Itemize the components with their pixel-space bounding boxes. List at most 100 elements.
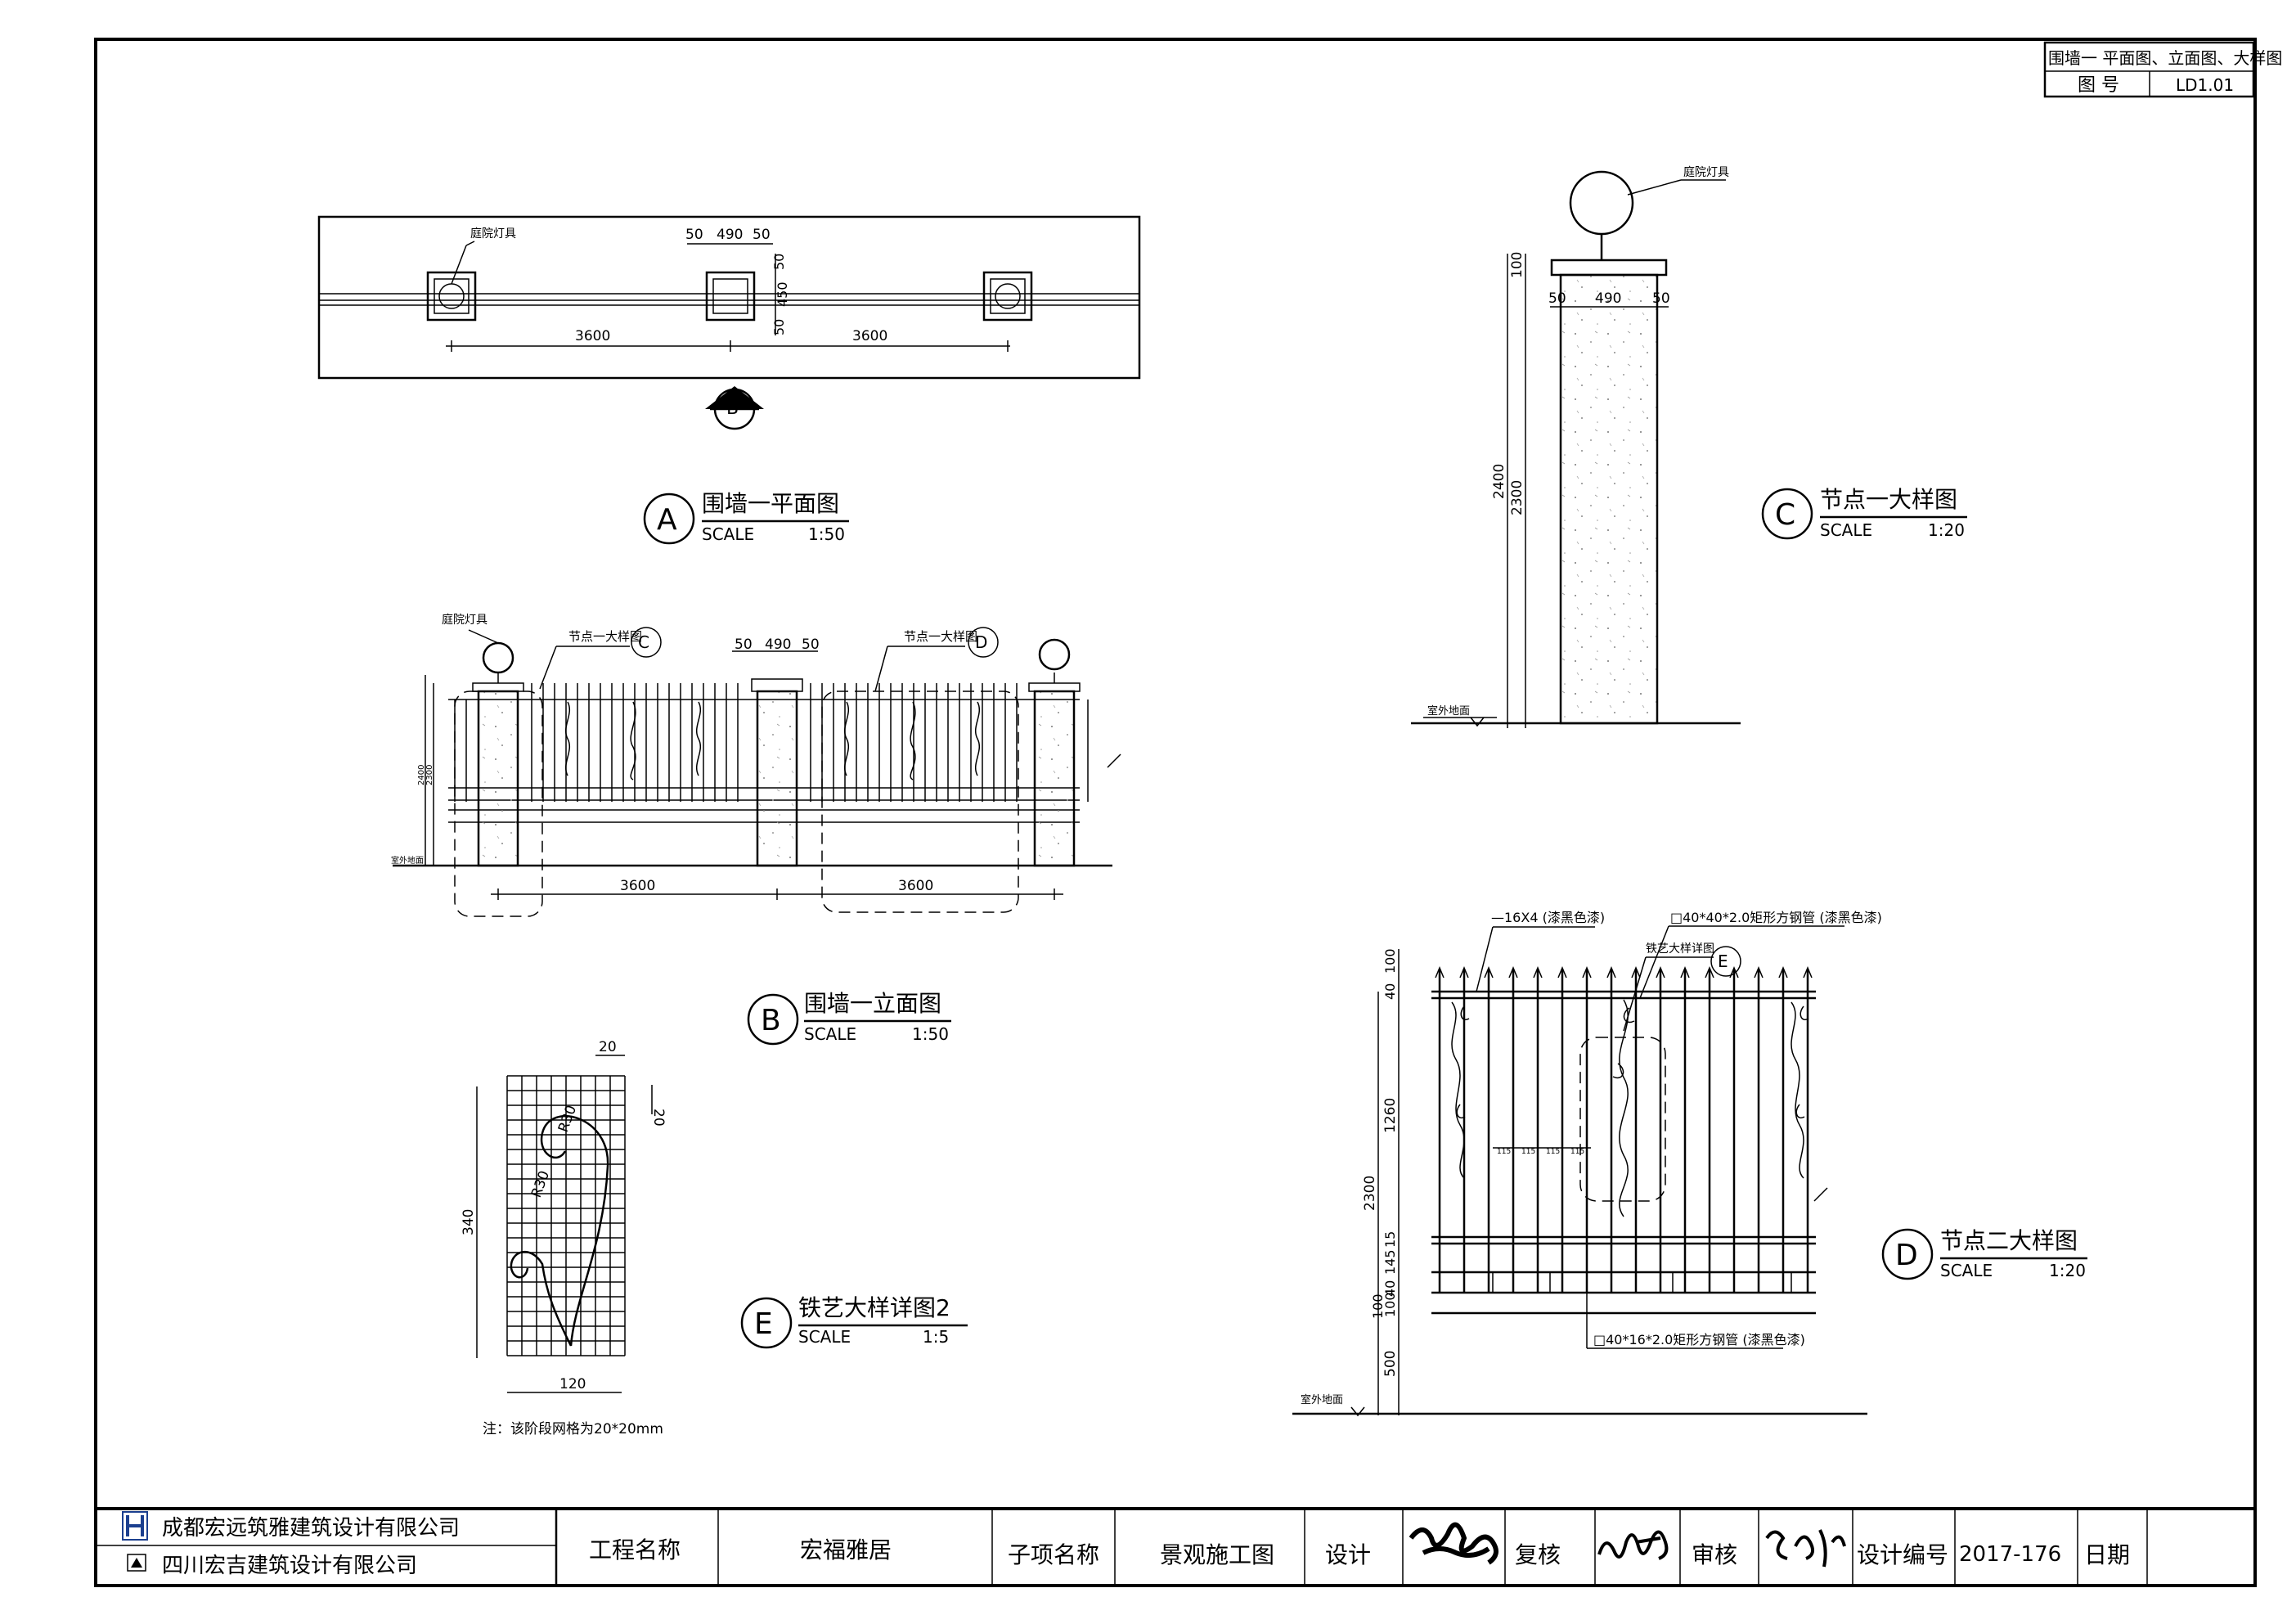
detail-c-h-total: 2400 bbox=[1491, 464, 1507, 499]
detail-c-dim-top-1: 50 bbox=[1548, 290, 1566, 307]
detail-e-radius-a: R30 bbox=[555, 1103, 580, 1134]
svg-text:B: B bbox=[726, 398, 739, 419]
view-a-title: 围墙一平面图 bbox=[702, 490, 839, 517]
view-e-title: 铁艺大样详图2 bbox=[798, 1294, 950, 1321]
elev-h-dim-b: 2300 bbox=[425, 765, 434, 785]
subitem-value: 景观施工图 bbox=[1160, 1541, 1274, 1568]
detail-d-h-9: 500 bbox=[1382, 1351, 1399, 1377]
elev-dim-top-2: 490 bbox=[765, 637, 791, 653]
review-label: 审核 bbox=[1692, 1541, 1737, 1568]
detail-e-dim-side: 20 bbox=[650, 1109, 667, 1127]
view-b-scale: 1:50 bbox=[912, 1024, 949, 1044]
plan-lamp-label: 庭院灯具 bbox=[470, 227, 516, 241]
plan-view: 庭院灯具 50 490 50 50 450 50 3600 3600 B bbox=[317, 215, 1141, 430]
project-value: 宏福雅居 bbox=[800, 1536, 892, 1563]
detail-c-ground-label: 室外地面 bbox=[1427, 704, 1470, 718]
svg-text:E: E bbox=[1718, 951, 1728, 971]
detail-d-h-7: 40 bbox=[1382, 1280, 1398, 1297]
detail-e-height: 340 bbox=[461, 1209, 477, 1235]
checker-signature bbox=[1597, 1530, 1669, 1560]
detail-d-spacing-1: 115 bbox=[1497, 1148, 1511, 1156]
detail-c-dim-top-3: 50 bbox=[1652, 290, 1670, 307]
detail-d-view: 115 115 115 115 —16X4 (漆黑色漆) □40*40*2.0矩… bbox=[1292, 910, 1882, 1417]
elev-ground-label: 室外地面 bbox=[391, 855, 424, 866]
elev-dim-top-1: 50 bbox=[735, 637, 753, 653]
svg-text:C: C bbox=[638, 632, 649, 652]
view-e-scale-label: SCALE bbox=[798, 1327, 851, 1347]
elev-column-right bbox=[1033, 690, 1076, 867]
view-label-a: A 围墙一平面图 SCALE 1:50 bbox=[643, 490, 849, 545]
detail-d-ironwork-callout: 铁艺大样详图 bbox=[1646, 942, 1714, 956]
plan-dim-side-3: 50 bbox=[771, 319, 787, 335]
design-label: 设计 bbox=[1325, 1541, 1371, 1568]
detail-e-width: 120 bbox=[559, 1376, 586, 1392]
elev-span-left: 3600 bbox=[620, 878, 655, 894]
plan-column-mid bbox=[705, 271, 756, 322]
drawing-no-label: 图 号 bbox=[2078, 75, 2119, 96]
detail-c-column bbox=[1559, 273, 1659, 725]
detail-e-dim-top: 20 bbox=[599, 1039, 617, 1055]
detail-e-view: R30 R30 20 20 340 120 注：该阶段网格为20*20mm bbox=[461, 1039, 667, 1437]
detail-e-note: 注：该阶段网格为20*20mm bbox=[483, 1421, 663, 1437]
svg-text:D: D bbox=[975, 632, 987, 652]
elev-column-left bbox=[477, 690, 519, 867]
detail-d-h-6: 100 bbox=[1370, 1293, 1386, 1319]
plan-span-left: 3600 bbox=[575, 328, 610, 344]
design-no-value: 2017-176 bbox=[1959, 1542, 2061, 1567]
svg-text:E: E bbox=[754, 1307, 773, 1341]
plan-dim-side-1: 50 bbox=[771, 254, 787, 270]
svg-text:C: C bbox=[1775, 498, 1795, 532]
plan-dim-top-1: 50 bbox=[685, 227, 703, 243]
detail-d-square-tube: □40*40*2.0矩形方钢管 (漆黑色漆) bbox=[1670, 910, 1882, 925]
company-logo-icon bbox=[122, 1511, 148, 1541]
view-a-scale: 1:50 bbox=[808, 524, 845, 544]
project-label: 工程名称 bbox=[589, 1536, 681, 1563]
detail-d-h-8: 100 bbox=[1382, 1292, 1398, 1317]
view-b-scale-label: SCALE bbox=[804, 1024, 856, 1044]
elev-dim-top-3: 50 bbox=[802, 637, 820, 653]
drawing-no: LD1.01 bbox=[2176, 75, 2234, 95]
detail-d-spacing-4: 115 bbox=[1570, 1148, 1584, 1156]
detail-c-h-column: 2300 bbox=[1509, 480, 1525, 515]
subitem-label: 子项名称 bbox=[1008, 1541, 1099, 1568]
elevation-view: 庭院灯具 节点一大样图 C 节点一大样图 D 50 490 50 2400 23… bbox=[391, 613, 1121, 917]
elev-callout-c: 节点一大样图 bbox=[568, 629, 642, 644]
design-no-label: 设计编号 bbox=[1857, 1541, 1948, 1568]
elev-callout-d: 节点一大样图 bbox=[904, 629, 977, 644]
designer-signature bbox=[1409, 1522, 1498, 1565]
svg-text:A: A bbox=[657, 503, 677, 537]
detail-d-h-2: 40 bbox=[1382, 983, 1398, 1000]
company2-logo-icon bbox=[127, 1554, 146, 1572]
view-d-scale-label: SCALE bbox=[1940, 1261, 1993, 1280]
detail-d-h-5: 145 bbox=[1382, 1249, 1398, 1275]
view-e-scale: 1:5 bbox=[923, 1327, 949, 1347]
sheet-border bbox=[94, 38, 2257, 1587]
svg-text:D: D bbox=[1895, 1239, 1918, 1272]
plan-column-right bbox=[982, 271, 1033, 322]
view-label-e: E 铁艺大样详图2 SCALE 1:5 bbox=[740, 1294, 968, 1349]
plan-span-right: 3600 bbox=[852, 328, 887, 344]
drawing-title: 围墙一 平面图、立面图、大样图 bbox=[2048, 48, 2282, 68]
plan-dim-top-3: 50 bbox=[753, 227, 771, 243]
detail-c-h-cap: 100 bbox=[1509, 252, 1525, 278]
detail-d-h-total: 2300 bbox=[1362, 1176, 1378, 1211]
view-b-title: 围墙一立面图 bbox=[804, 990, 941, 1017]
view-label-c: C 节点一大样图 SCALE 1:20 bbox=[1761, 486, 1967, 540]
detail-c-dim-top-2: 490 bbox=[1595, 290, 1621, 307]
detail-d-h-3: 1260 bbox=[1382, 1098, 1399, 1133]
reviewer-signature bbox=[1765, 1529, 1846, 1568]
view-a-scale-label: SCALE bbox=[702, 524, 754, 544]
date-label: 日期 bbox=[2084, 1541, 2130, 1568]
company-name-2: 四川宏吉建筑设计有限公司 bbox=[162, 1554, 417, 1578]
plan-dim-top-2: 490 bbox=[717, 227, 743, 243]
check-label: 复核 bbox=[1515, 1541, 1561, 1568]
detail-d-spacing-3: 115 bbox=[1546, 1148, 1560, 1156]
company-name-1: 成都宏远筑雅建筑设计有限公司 bbox=[162, 1516, 460, 1541]
detail-c-lamp-label: 庭院灯具 bbox=[1683, 165, 1729, 179]
view-d-scale: 1:20 bbox=[2049, 1261, 2086, 1280]
detail-d-h-1: 100 bbox=[1382, 948, 1398, 974]
footer-title-bar: 成都宏远筑雅建筑设计有限公司 四川宏吉建筑设计有限公司 工程名称 宏福雅居 子项… bbox=[96, 1507, 2255, 1586]
view-d-title: 节点二大样图 bbox=[1940, 1227, 2078, 1254]
plan-column-left bbox=[426, 271, 477, 322]
